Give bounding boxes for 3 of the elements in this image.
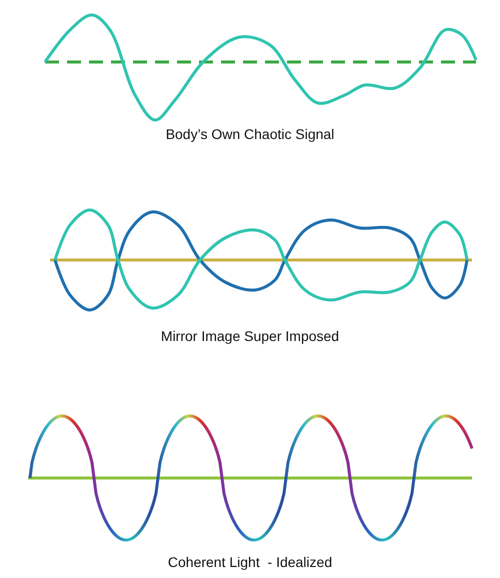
caption: Coherent Light - Idealized <box>166 554 334 570</box>
caption: Mirror Image Super Imposed <box>160 328 340 344</box>
caption: Body’s Own Chaotic Signal <box>164 126 336 142</box>
